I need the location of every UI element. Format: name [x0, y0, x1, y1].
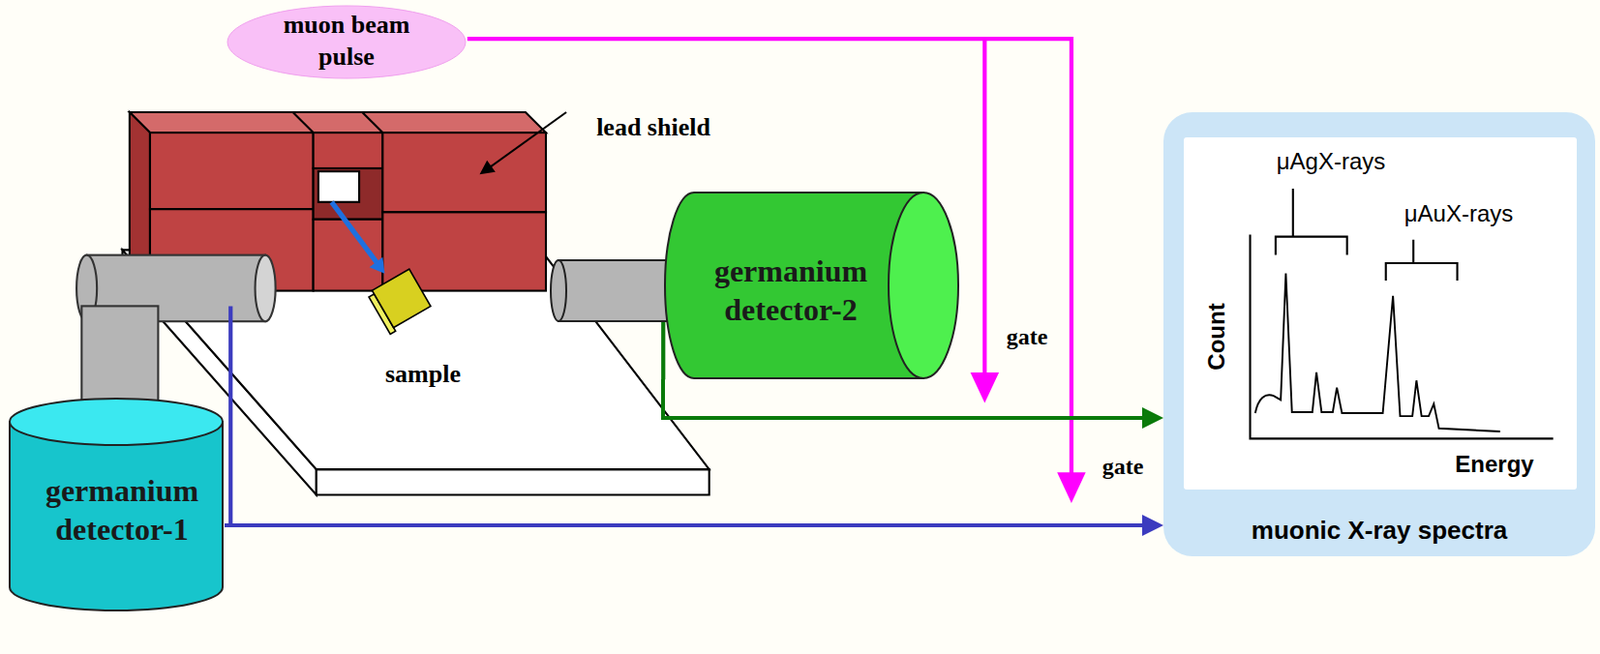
spectra-panel: muonic X-ray spectra μAgX-rays μAuX-raysCo…	[1163, 112, 1596, 557]
detector-1-wire	[228, 305, 233, 526]
ellipse-shape	[227, 5, 466, 79]
beam-ellipse: muon beam pulse	[226, 4, 467, 80]
axis-label: Count	[1203, 302, 1231, 370]
node-text: muonic X-ray spectra	[1251, 514, 1508, 547]
cylinder-shape	[9, 398, 223, 611]
part-label: lead shield	[596, 113, 711, 143]
axis-label: Energy	[1454, 451, 1534, 479]
shield-leader	[479, 112, 567, 175]
signal-wire	[224, 514, 1164, 537]
signal-label: gate	[1102, 453, 1145, 481]
node-text: germanium detector-2	[703, 251, 878, 330]
spectrum-chart	[1250, 188, 1554, 439]
part-label: sample	[385, 360, 461, 390]
muon-beam-arrow	[332, 202, 386, 274]
gate-wires	[467, 38, 1087, 504]
peak-label: μAuX-rays	[1404, 200, 1514, 228]
node-text: muon beam pulse	[273, 9, 420, 73]
panel-ground	[1163, 112, 1596, 557]
cylinder-shape	[550, 192, 959, 379]
peak-label: μAgX-rays	[1276, 148, 1387, 176]
chart-ground	[1183, 137, 1577, 490]
node-text: germanium detector-1	[30, 471, 214, 549]
detector-cylinder: germanium detector-2	[550, 191, 960, 380]
sample-foil	[366, 269, 433, 334]
detector-cylinder: germanium detector-1	[7, 397, 225, 612]
signal-label: gate	[1006, 324, 1049, 351]
signal-wire	[663, 379, 1164, 429]
